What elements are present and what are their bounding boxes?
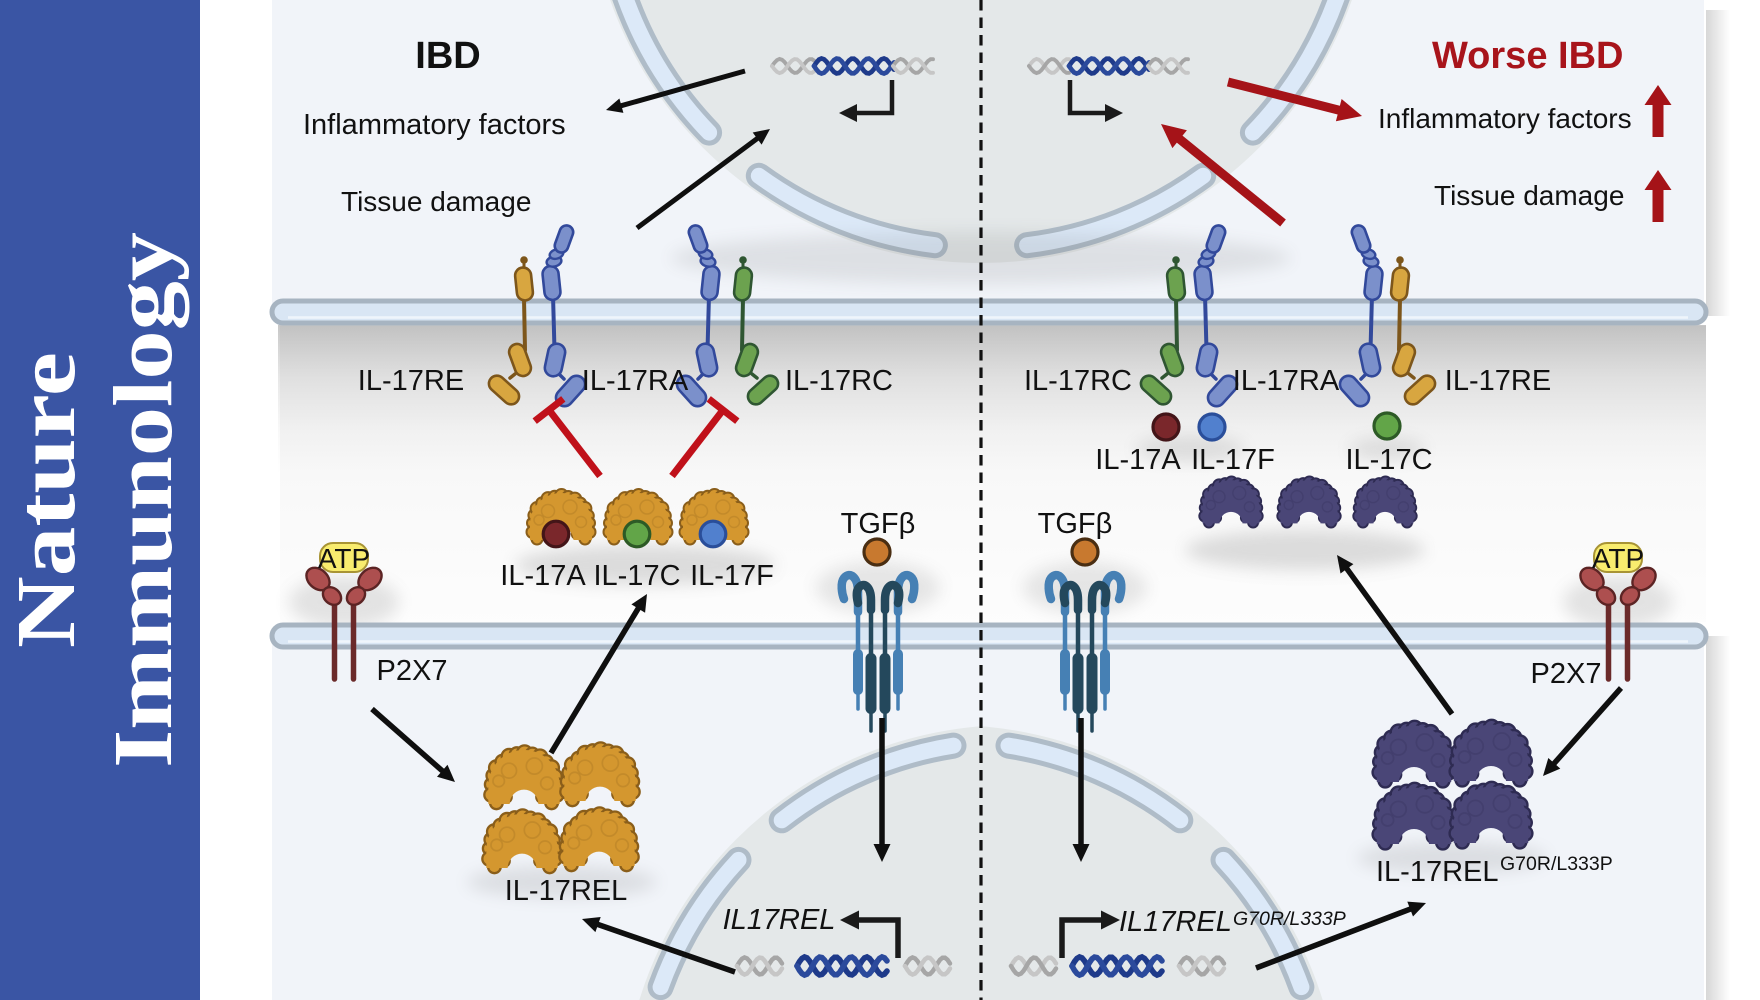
svg-text:Tissue damage: Tissue damage [341,186,531,217]
svg-text:Nature: Nature [0,352,93,648]
svg-text:IL-17RA: IL-17RA [1233,365,1340,397]
svg-text:G70R/L333P: G70R/L333P [1233,908,1346,930]
svg-text:ATP: ATP [318,543,370,574]
svg-text:IL-17A: IL-17A [500,560,586,592]
svg-text:IL-17REL: IL-17REL [505,875,628,907]
svg-text:IL-17C: IL-17C [1345,444,1432,476]
svg-text:Tissue damage: Tissue damage [1434,180,1624,211]
svg-text:P2X7: P2X7 [1531,658,1602,690]
svg-text:Worse IBD: Worse IBD [1432,35,1623,77]
svg-text:IL-17C: IL-17C [593,560,680,592]
svg-text:IL-17F: IL-17F [690,560,774,592]
svg-text:Immunology: Immunology [97,232,190,768]
svg-text:P2X7: P2X7 [377,655,448,687]
svg-text:IL-17RC: IL-17RC [785,365,893,397]
svg-text:TGFβ: TGFβ [1038,508,1113,540]
svg-text:TGFβ: TGFβ [841,508,916,540]
svg-text:IL-17F: IL-17F [1191,444,1275,476]
svg-text:IL-17RA: IL-17RA [582,365,689,397]
svg-text:IL-17A: IL-17A [1095,444,1181,476]
svg-text:IL-17RE: IL-17RE [1445,365,1551,397]
svg-text:IL-17RE: IL-17RE [358,365,464,397]
svg-text:IL17REL: IL17REL [1119,906,1232,938]
svg-text:IL-17RC: IL-17RC [1024,365,1132,397]
svg-text:Inflammatory factors: Inflammatory factors [303,109,566,141]
svg-text:ATP: ATP [1592,543,1644,574]
svg-text:Inflammatory factors: Inflammatory factors [1378,103,1632,134]
svg-text:IBD: IBD [415,35,480,77]
svg-text:IL17REL: IL17REL [723,904,836,936]
svg-text:IL-17REL: IL-17REL [1376,856,1499,888]
svg-text:G70R/L333P: G70R/L333P [1500,853,1613,875]
